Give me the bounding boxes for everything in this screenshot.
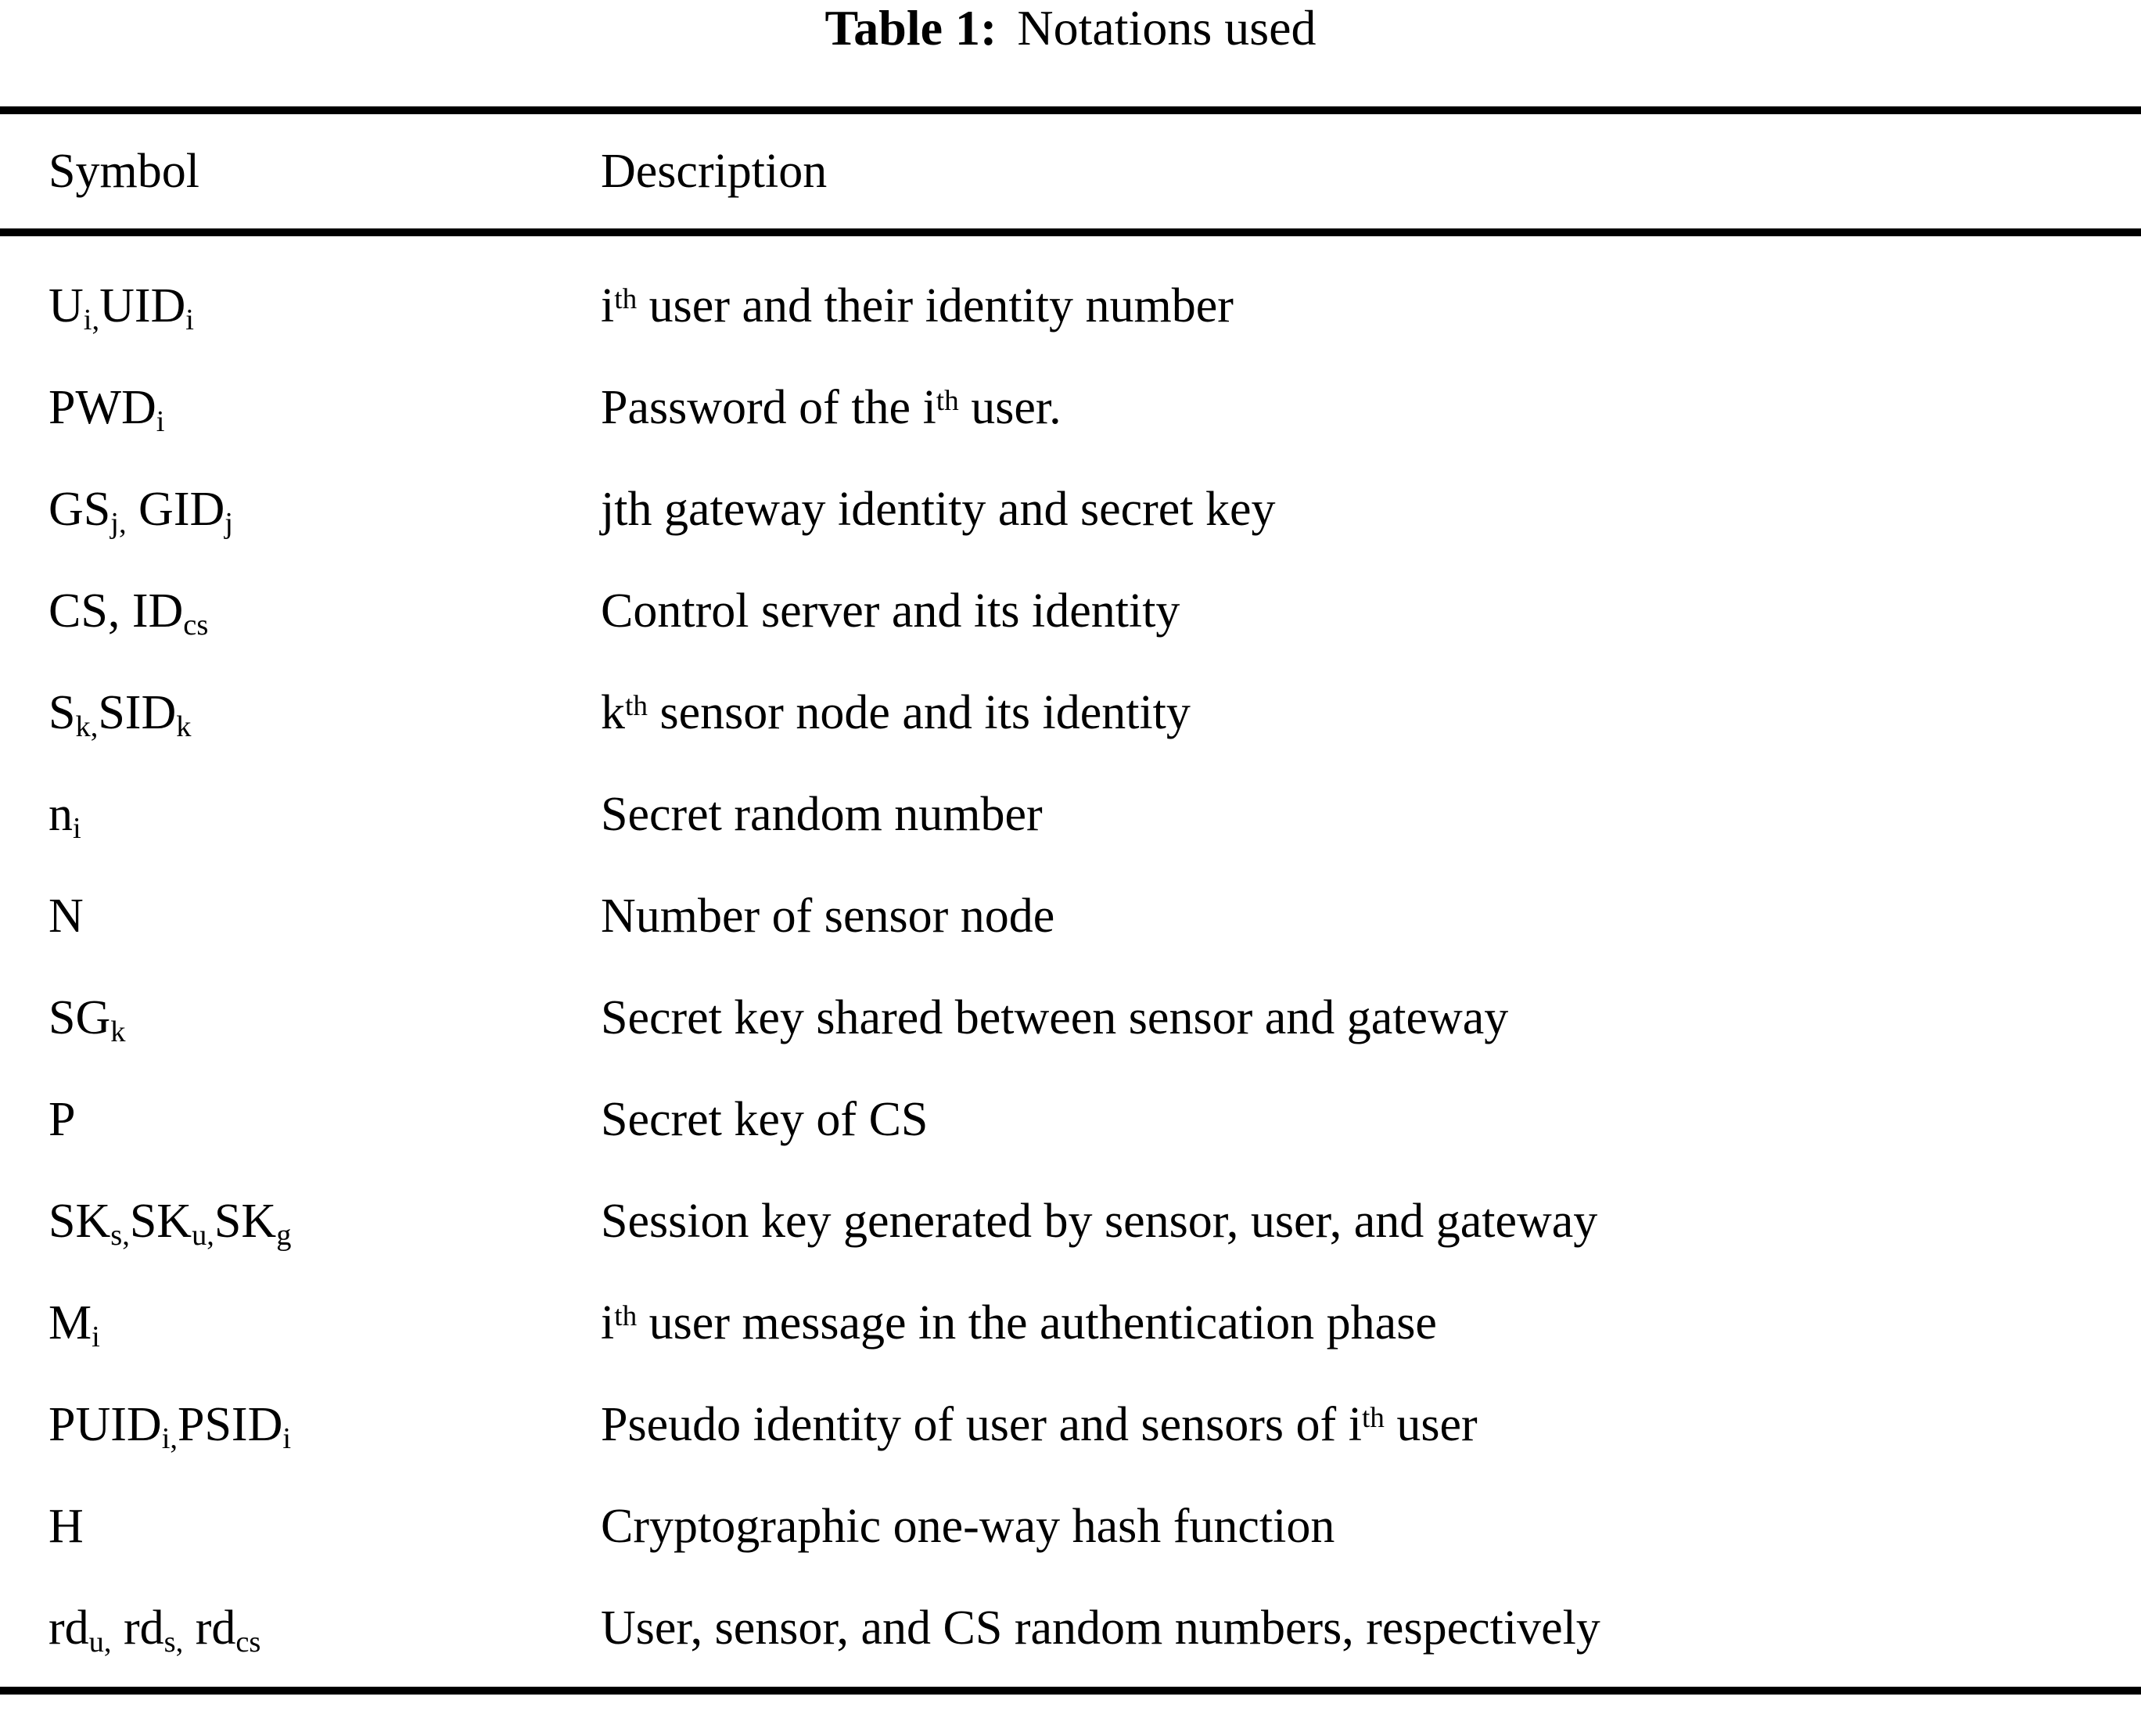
- table-row: ni Secret random number: [0, 764, 2141, 865]
- cell-symbol: Ui,UIDi: [48, 279, 194, 336]
- cell-symbol: SKs,SKu,SKg: [48, 1195, 292, 1252]
- cell-description: ith user message in the authentication p…: [601, 1296, 1437, 1350]
- cell-description: Secret key shared between sensor and gat…: [601, 991, 1509, 1044]
- notations-table: Symbol Description: [0, 114, 2141, 228]
- cell-symbol: PWDi: [48, 381, 165, 438]
- cell-symbol: PUIDi,PSIDi: [48, 1398, 292, 1455]
- table-row: Sk,SIDk kth sensor node and its identity: [0, 662, 2141, 764]
- cell-symbol: P: [48, 1093, 76, 1146]
- table-row: P Secret key of CS: [0, 1069, 2141, 1170]
- cell-description: Number of sensor node: [601, 890, 1055, 943]
- cell-symbol: CS, IDcs: [48, 584, 209, 642]
- table-row: CS, IDcs Control server and its identity: [0, 560, 2141, 662]
- cell-description: User, sensor, and CS random numbers, res…: [601, 1601, 1600, 1655]
- cell-description: ith user and their identity number: [601, 279, 1234, 332]
- cell-symbol: Sk,SIDk: [48, 686, 192, 743]
- table-row: SKs,SKu,SKg Session key generated by sens…: [0, 1170, 2141, 1272]
- table-row: H Cryptographic one-way hash function: [0, 1475, 2141, 1577]
- table-row: Ui,UIDi ith user and their identity numbe…: [0, 236, 2141, 357]
- cell-symbol: N: [48, 890, 84, 943]
- cell-description: Secret key of CS: [601, 1093, 929, 1146]
- table-caption-text: Notations used: [1017, 0, 1317, 56]
- table-body: Ui,UIDi ith user and their identity numbe…: [0, 236, 2141, 1687]
- table-row: N Number of sensor node: [0, 865, 2141, 967]
- cell-description: Secret random number: [601, 788, 1043, 841]
- table-row: GSj, GIDj jth gateway identity and secret…: [0, 458, 2141, 560]
- cell-description: Password of the ith user.: [601, 381, 1062, 434]
- table-row: rdu, rds, rdcs User, sensor, and CS rando…: [0, 1577, 2141, 1687]
- cell-symbol: SGk: [48, 991, 126, 1048]
- table-header-row: Symbol Description: [0, 114, 2141, 228]
- cell-description: Cryptographic one-way hash function: [601, 1500, 1335, 1553]
- table-row: PUIDi,PSIDi Pseudo identity of user and s…: [0, 1374, 2141, 1475]
- table-row: Mi ith user message in the authentication…: [0, 1272, 2141, 1374]
- column-header-description: Description: [601, 145, 828, 198]
- notations-table-body: Ui,UIDi ith user and their identity numbe…: [0, 236, 2141, 1687]
- cell-symbol: H: [48, 1500, 84, 1553]
- cell-description: Control server and its identity: [601, 584, 1180, 638]
- cell-description: kth sensor node and its identity: [601, 686, 1191, 739]
- table-row: SGk Secret key shared between sensor and …: [0, 967, 2141, 1069]
- table-caption: Table 1: Notations used: [0, 0, 2141, 92]
- cell-symbol: rdu, rds, rdcs: [48, 1601, 261, 1659]
- table-caption-label: Table 1:: [824, 0, 997, 56]
- cell-symbol: GSj, GIDj: [48, 483, 233, 540]
- column-header-symbol: Symbol: [48, 145, 199, 198]
- table-head: Symbol Description: [0, 114, 2141, 228]
- cell-description: jth gateway identity and secret key: [601, 483, 1276, 536]
- table-top-rule: [0, 106, 2141, 114]
- cell-symbol: ni: [48, 788, 81, 845]
- table-bottom-rule: [0, 1687, 2141, 1695]
- cell-symbol: Mi: [48, 1296, 100, 1353]
- cell-description: Pseudo identity of user and sensors of i…: [601, 1398, 1478, 1451]
- table-header-rule: [0, 228, 2141, 236]
- cell-description: Session key generated by sensor, user, a…: [601, 1195, 1598, 1248]
- table-row: PWDi Password of the ith user.: [0, 357, 2141, 458]
